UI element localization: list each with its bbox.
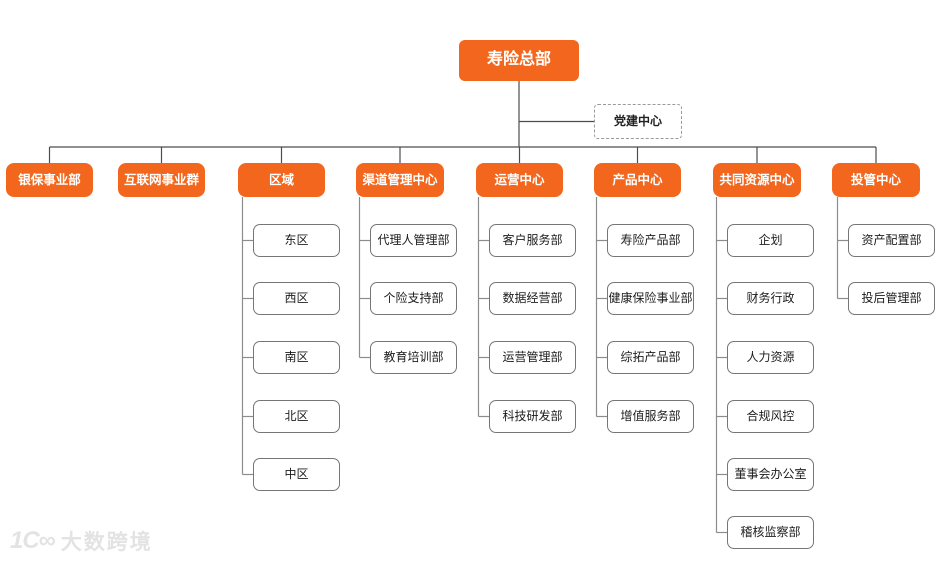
node-branch-channel-mgmt: 渠道管理中心 <box>356 163 444 197</box>
node-board-office: 董事会办公室 <box>727 458 814 491</box>
node-branch-investment-mgmt: 投管中心 <box>832 163 920 197</box>
node-root-hq: 寿险总部 <box>459 40 579 81</box>
node-operation-mgmt-dept: 运营管理部 <box>489 341 576 374</box>
node-data-operation-dept: 数据经营部 <box>489 282 576 315</box>
node-branch-operations: 运营中心 <box>476 163 563 197</box>
node-asset-allocation-dept: 资产配置部 <box>848 224 935 257</box>
node-planning: 企划 <box>727 224 814 257</box>
node-customer-service-dept: 客户服务部 <box>489 224 576 257</box>
node-region-central: 中区 <box>253 458 340 491</box>
node-human-resources: 人力资源 <box>727 341 814 374</box>
node-tech-rd-dept: 科技研发部 <box>489 400 576 433</box>
node-finance-admin: 财务行政 <box>727 282 814 315</box>
node-branch-product: 产品中心 <box>594 163 681 197</box>
watermark-text: 大数跨境 <box>60 531 153 554</box>
watermark-logo-icon: 1C∞ <box>10 527 56 554</box>
node-compliance-risk: 合规风控 <box>727 400 814 433</box>
node-region-east: 东区 <box>253 224 340 257</box>
node-region-north: 北区 <box>253 400 340 433</box>
node-audit-supervision-dept: 稽核监察部 <box>727 516 814 549</box>
node-branch-bancassurance: 银保事业部 <box>6 163 93 197</box>
node-individual-support-dept: 个险支持部 <box>370 282 457 315</box>
node-health-insurance-dept: 健康保险事业部 <box>607 282 694 315</box>
node-branch-shared-resources: 共同资源中心 <box>713 163 801 197</box>
node-party-center: 党建中心 <box>594 104 682 139</box>
node-life-product-dept: 寿险产品部 <box>607 224 694 257</box>
watermark: 1C∞ 大数跨境 <box>10 526 153 556</box>
node-education-training-dept: 教育培训部 <box>370 341 457 374</box>
node-post-investment-dept: 投后管理部 <box>848 282 935 315</box>
node-value-added-service-dept: 增值服务部 <box>607 400 694 433</box>
node-region-south: 南区 <box>253 341 340 374</box>
node-integrated-product-dept: 综拓产品部 <box>607 341 694 374</box>
node-branch-region: 区域 <box>238 163 325 197</box>
node-region-west: 西区 <box>253 282 340 315</box>
node-agent-mgmt-dept: 代理人管理部 <box>370 224 457 257</box>
node-branch-internet: 互联网事业群 <box>118 163 205 197</box>
